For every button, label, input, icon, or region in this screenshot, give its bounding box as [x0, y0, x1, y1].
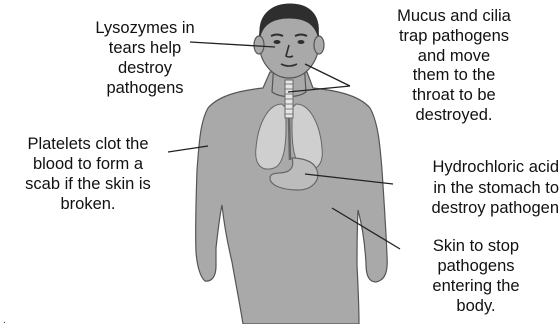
label-mucus-cilia: Mucus and cilia trap pathogens and move … — [354, 7, 554, 126]
label-hydrochloric-acid: Hydrochloric acid in the stomach to dest… — [392, 157, 559, 219]
left-ear — [254, 36, 264, 54]
right-ear — [314, 36, 324, 54]
stray-mark: . — [3, 318, 6, 324]
label-skin: Skin to stop pathogens entering the body… — [396, 236, 556, 316]
label-platelets: Platelets clot the blood to form a scab … — [0, 134, 176, 214]
right-eye — [298, 40, 305, 44]
oesophagus — [289, 118, 290, 160]
pointer-mucus-mouth — [305, 64, 350, 86]
left-eye — [274, 40, 281, 44]
label-lysozymes: Lysozymes in tears help destroy pathogen… — [60, 18, 230, 98]
